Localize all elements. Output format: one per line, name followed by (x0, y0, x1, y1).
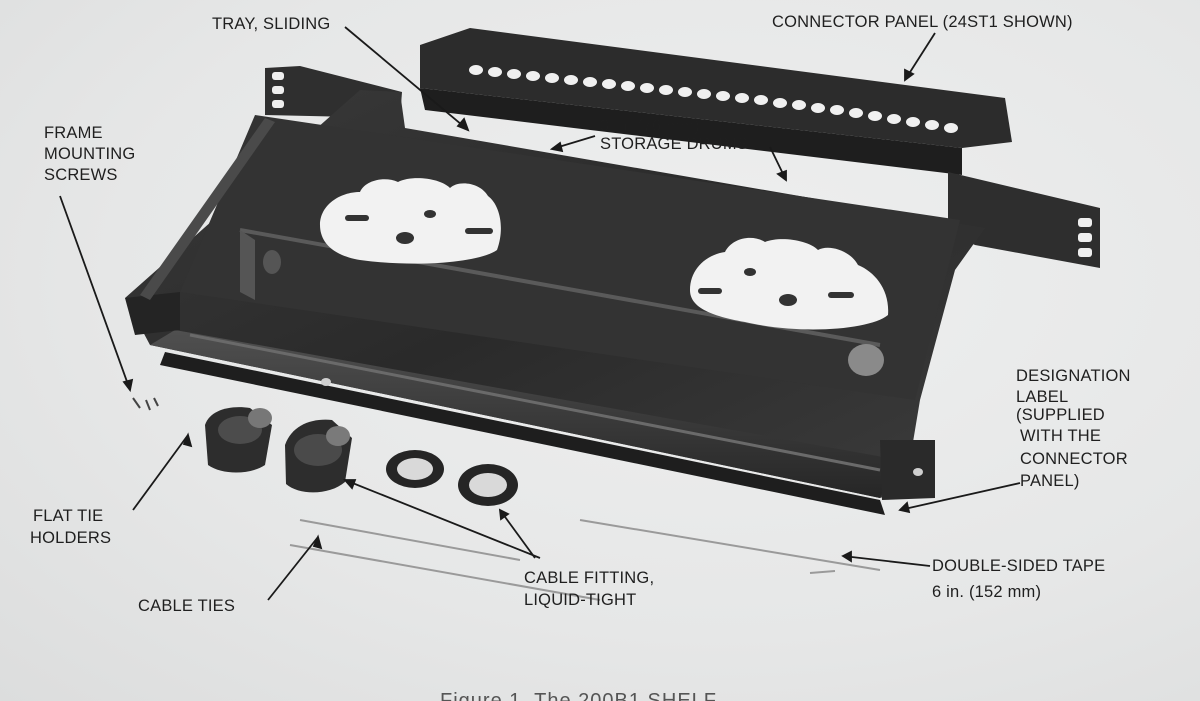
cable-ties-icon (289, 519, 881, 601)
lock-nut-1 (386, 450, 444, 488)
frame-mounting-screws-label-line1: FRAME (44, 124, 103, 142)
tray-sliding-label: TRAY, SLIDING (212, 15, 331, 33)
double-sided-tape-label-line1: DOUBLE-SIDED TAPE (932, 557, 1106, 575)
cable-fitting-label-line1: CABLE FITTING, (524, 569, 655, 587)
designation-label-line3: (SUPPLIED (1016, 406, 1105, 424)
flat-tie-holders-label-line1: FLAT TIE (33, 507, 104, 525)
cable-fitting-1 (205, 407, 272, 473)
connector-panel (420, 28, 1012, 175)
figure-caption: Figure 1. The 200B1 SHELF (440, 690, 717, 701)
leader-lines (59, 26, 1021, 601)
cable-ties-label: CABLE TIES (138, 597, 236, 615)
frame-mounting-screws-label-line2: MOUNTING (44, 145, 136, 163)
double-sided-tape-size-label: 6 in. (152 mm) (932, 583, 1042, 601)
storage-drum-left (320, 178, 501, 264)
designation-label-line4: WITH THE (1020, 427, 1102, 445)
storage-drums-label: STORAGE DRUMS (600, 135, 749, 153)
storage-drums-size-label: 3 in. (76 mm) (600, 117, 700, 135)
frame-mounting-screws-label-line3: SCREWS (44, 166, 118, 184)
lock-nut-2 (458, 464, 518, 506)
storage-drum-right (690, 237, 889, 330)
designation-label-line1: DESIGNATION (1016, 367, 1131, 385)
flat-tie-holders-label-line2: HOLDERS (30, 529, 112, 547)
screw-head-icon (263, 250, 281, 274)
screw-head-icon (848, 344, 884, 376)
designation-label-line5: CONNECTOR (1020, 450, 1128, 468)
cable-fitting-2 (285, 419, 352, 493)
frame-mounting-screws-icon (132, 397, 159, 411)
designation-label-line2: LABEL (1016, 388, 1069, 406)
connector-panel-label: CONNECTOR PANEL (24ST1 SHOWN) (772, 13, 1073, 31)
cable-fitting-label-line2: LIQUID-TIGHT (524, 591, 637, 609)
designation-label-line6: PANEL) (1020, 472, 1080, 490)
right-mounting-ear (948, 172, 1100, 268)
